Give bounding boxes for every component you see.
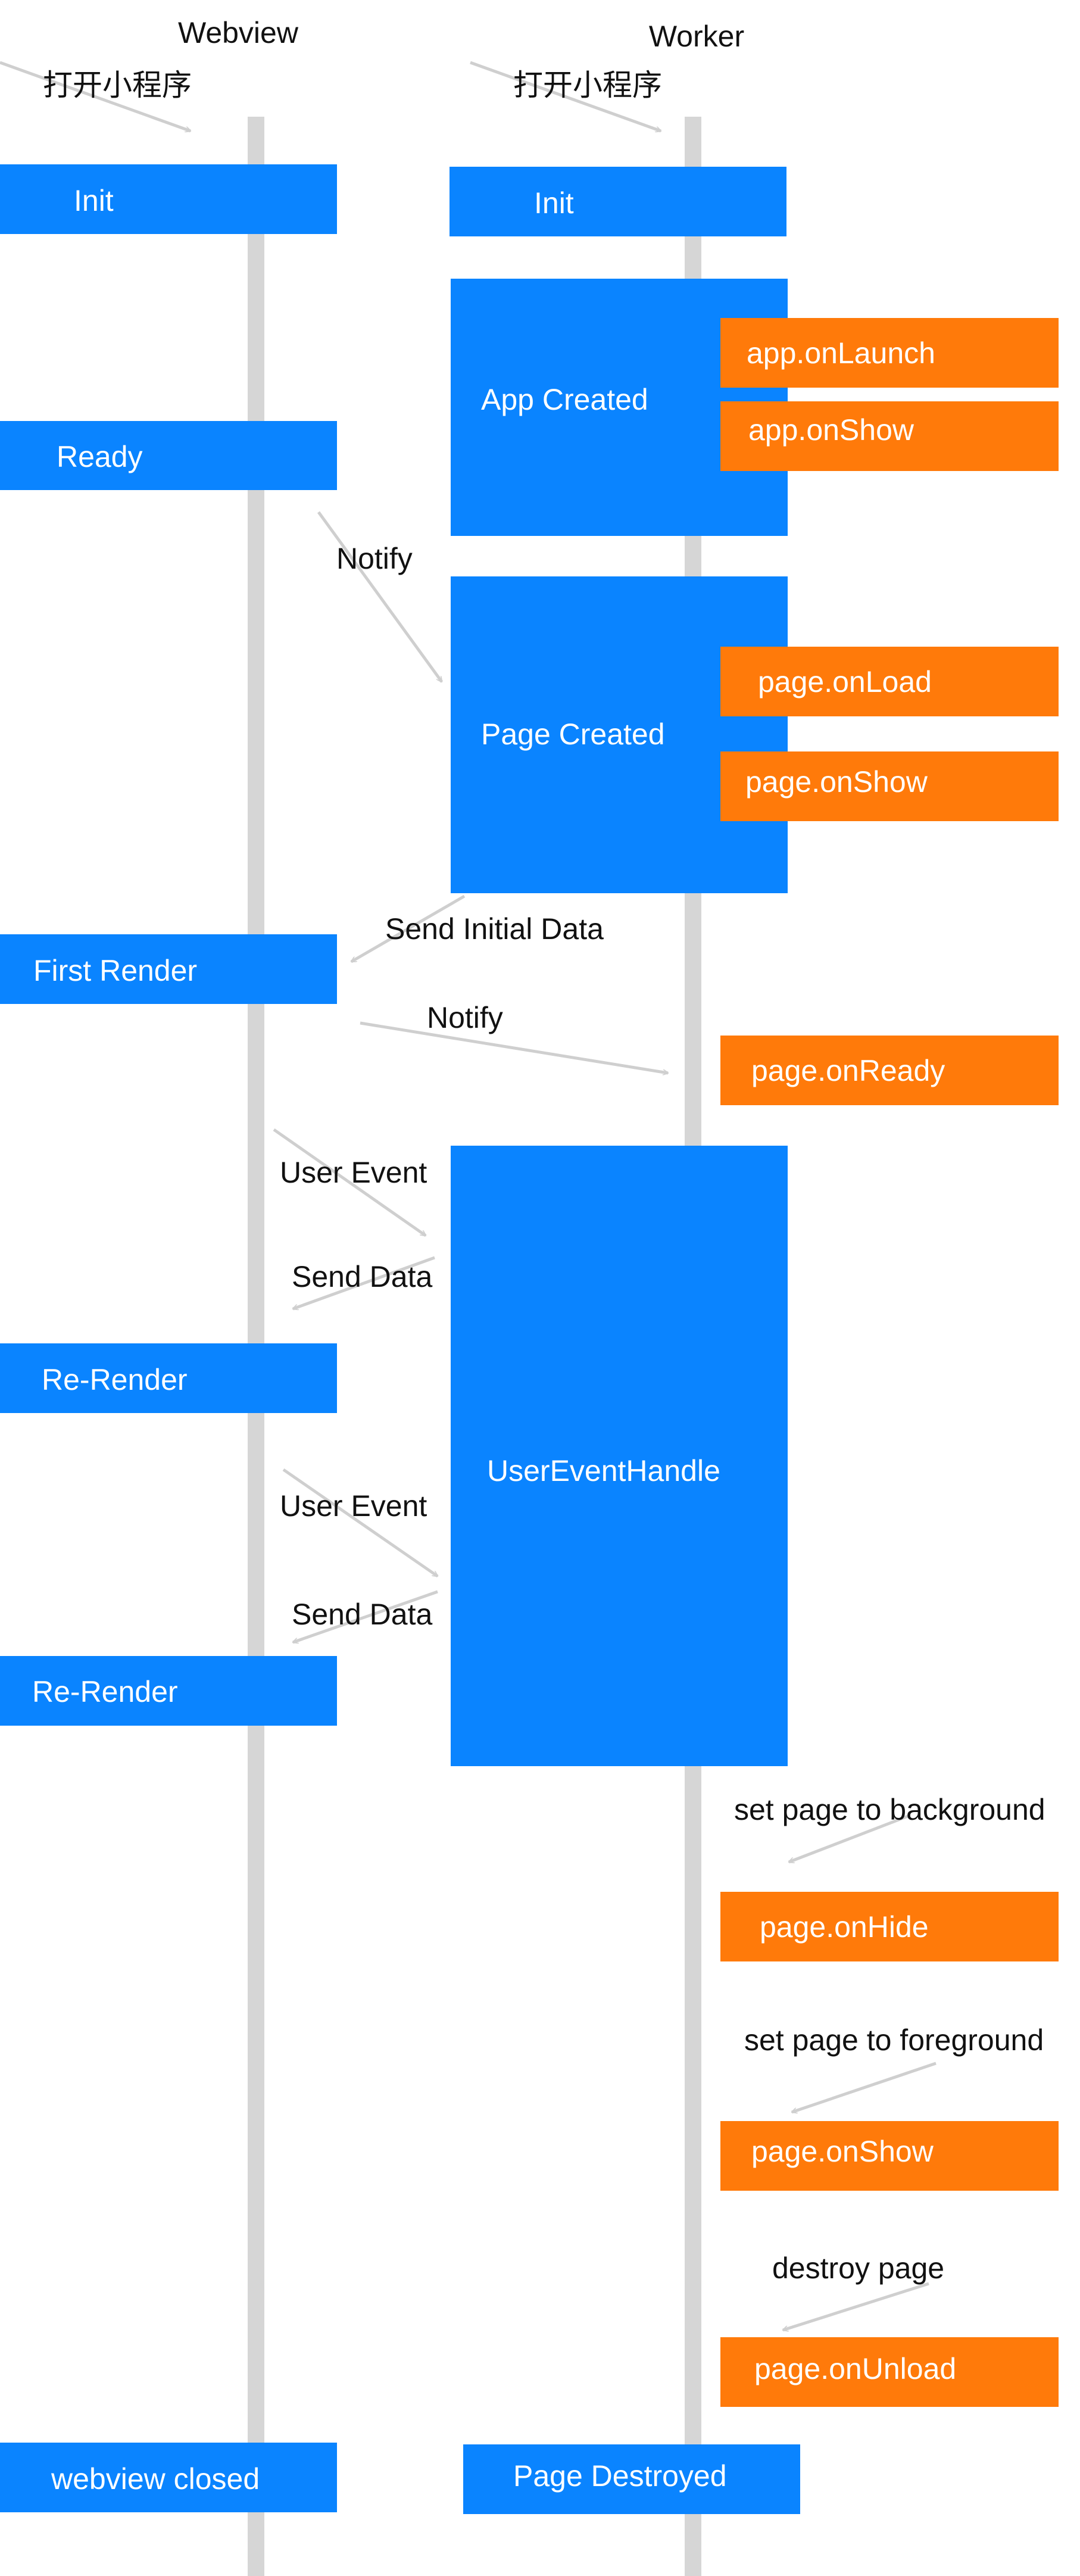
destroy-page-arrow — [783, 2282, 929, 2330]
app-onlaunch-callback: app.onLaunch — [720, 318, 1059, 388]
user-event-arrow-1 — [273, 1128, 426, 1237]
svg-text:Init: Init — [74, 184, 114, 217]
page-onunload-callback: page.onUnload — [720, 2337, 1059, 2407]
svg-text:page.onShow: page.onShow — [751, 2135, 934, 2168]
send-data-label-1: Send Data — [292, 1260, 432, 1293]
open-worker-label: 打开小程序 — [513, 68, 662, 102]
svg-text:Re-Render: Re-Render — [42, 1363, 188, 1396]
svg-text:Page Created: Page Created — [481, 718, 665, 751]
svg-text:page.onHide: page.onHide — [760, 1910, 929, 1944]
user-event-arrow-2 — [282, 1468, 438, 1578]
set-background-arrow — [789, 1814, 909, 1864]
worker-lane-title: Worker — [649, 20, 744, 53]
svg-text:Ready: Ready — [57, 440, 143, 473]
worker-init-box: Init — [450, 167, 786, 236]
webview-rerender-box-1: Re-Render — [0, 1343, 337, 1413]
page-onready-callback: page.onReady — [720, 1036, 1059, 1105]
set-foreground-arrow — [792, 2062, 937, 2112]
set-background-label: set page to background — [734, 1793, 1045, 1826]
svg-text:page.onUnload: page.onUnload — [754, 2352, 956, 2385]
user-event-label-2: User Event — [280, 1489, 427, 1523]
page-onshow-callback-2: page.onShow — [720, 2121, 1059, 2191]
svg-text:page.onLoad: page.onLoad — [758, 665, 932, 698]
svg-text:Page Destroyed: Page Destroyed — [513, 2459, 727, 2493]
send-data-arrow-1 — [293, 1256, 435, 1309]
notify-ready-label: Notify — [336, 542, 413, 575]
worker-user-event-handle-box: UserEventHandle — [451, 1146, 788, 1766]
send-data-arrow-2 — [293, 1590, 438, 1642]
webview-ready-box: Ready — [0, 421, 337, 490]
set-foreground-label: set page to foreground — [744, 2023, 1044, 2057]
destroy-page-label: destroy page — [772, 2251, 944, 2285]
app-onshow-callback: app.onShow — [720, 401, 1059, 471]
svg-text:page.onShow: page.onShow — [745, 765, 928, 799]
notify-ready-arrow — [317, 511, 444, 682]
page-onshow-callback: page.onShow — [720, 751, 1059, 821]
notify-first-render-arrow — [360, 1021, 668, 1073]
svg-text:page.onReady: page.onReady — [751, 1054, 945, 1087]
page-onhide-callback: page.onHide — [720, 1892, 1059, 1961]
open-webview-arrow — [0, 61, 191, 131]
open-worker-arrow — [470, 61, 661, 131]
send-initial-data-arrow — [351, 894, 466, 963]
notify-first-render-label: Notify — [427, 1001, 503, 1034]
svg-text:app.onLaunch: app.onLaunch — [747, 336, 935, 370]
svg-text:First Render: First Render — [33, 954, 197, 987]
svg-text:Re-Render: Re-Render — [32, 1675, 178, 1708]
webview-closed-box: webview closed — [0, 2443, 337, 2512]
webview-first-render-box: First Render — [0, 934, 337, 1004]
webview-rerender-box-2: Re-Render — [0, 1656, 337, 1726]
send-initial-data-label: Send Initial Data — [385, 912, 604, 946]
webview-lane-title: Webview — [178, 16, 299, 49]
worker-page-created-box: Page Created — [451, 576, 788, 893]
open-webview-label: 打开小程序 — [43, 68, 192, 102]
page-onload-callback: page.onLoad — [720, 647, 1059, 716]
send-data-label-2: Send Data — [292, 1598, 432, 1631]
svg-text:App Created: App Created — [481, 383, 648, 416]
user-event-label-1: User Event — [280, 1156, 427, 1189]
svg-text:app.onShow: app.onShow — [748, 413, 914, 447]
svg-text:UserEventHandle: UserEventHandle — [487, 1454, 720, 1487]
svg-text:Init: Init — [534, 186, 574, 220]
worker-page-destroyed-box: Page Destroyed — [463, 2444, 800, 2514]
svg-text:webview closed: webview closed — [51, 2462, 260, 2496]
webview-init-box: Init — [0, 164, 337, 234]
